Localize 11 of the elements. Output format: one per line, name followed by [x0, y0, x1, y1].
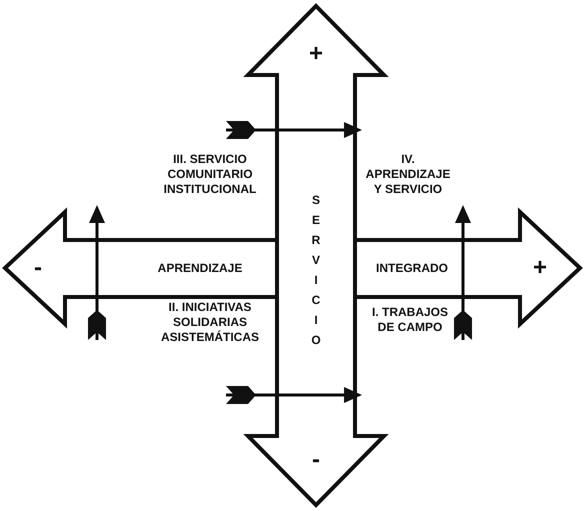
axis-label: APRENDIZAJE	[156, 261, 244, 276]
minus-sign: -	[312, 448, 320, 472]
minus-sign: -	[34, 256, 42, 280]
quadrant-label: I. TRABAJOS DE CAMPO	[370, 305, 449, 335]
quadrant-label: II. INICIATIVAS SOLIDARIAS ASISTEMÁTICAS	[160, 300, 260, 345]
quadrant-label: III. SERVICIO COMUNITARIO INSTITUCIONAL	[162, 152, 258, 197]
plus-sign: +	[532, 256, 547, 280]
axis-label: INTEGRADO	[375, 261, 449, 276]
quadrant-label: IV. APRENDIZAJE Y SERVICIO	[364, 152, 452, 197]
plus-sign: +	[308, 42, 323, 66]
axis-label: SERVICIO	[311, 192, 321, 349]
